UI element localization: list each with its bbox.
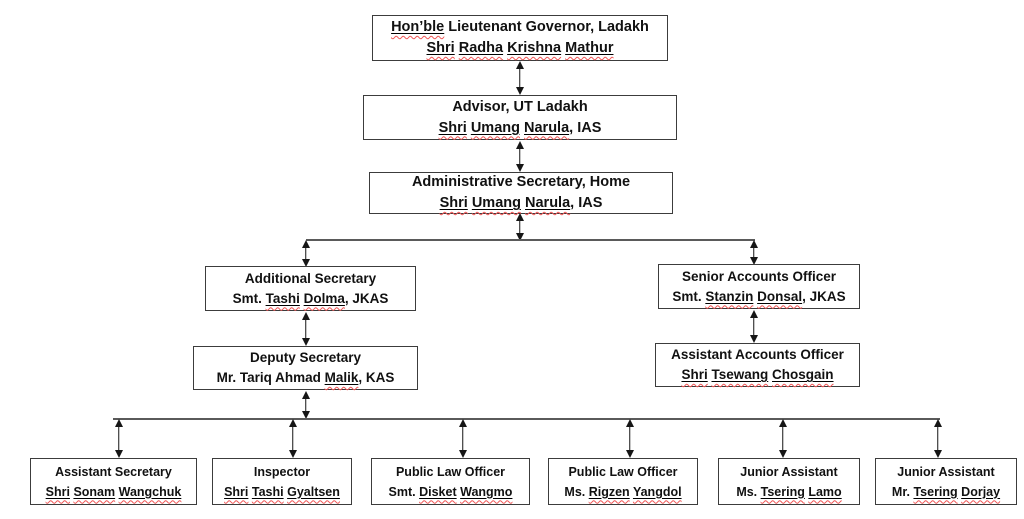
org-node-junior-assistant-2: Junior Assistant Mr. Tsering Dorjay: [875, 458, 1017, 505]
org-node-public-law-officer-1: Public Law Officer Smt. Disket Wangmo: [371, 458, 530, 505]
branch-line-bottom: [113, 418, 940, 420]
connector-branch-plo1-arrow: [457, 419, 468, 458]
node-title: Public Law Officer: [568, 464, 678, 479]
org-node-junior-assistant-1: Junior Assistant Ms. Tsering Lamo: [718, 458, 860, 505]
node-person: Ms. Rigzen Yangdol: [564, 484, 682, 499]
org-node-advisor: Advisor, UT Ladakh Shri Umang Narula, IA…: [363, 95, 677, 140]
node-person: Smt. Disket Wangmo: [388, 484, 513, 499]
node-title: Senior Accounts Officer: [681, 268, 837, 284]
org-node-additional-secretary: Additional Secretary Smt. Tashi Dolma, J…: [205, 266, 416, 311]
node-person: Mr. Tariq Ahmad Malik, KAS: [216, 370, 395, 385]
org-node-deputy-secretary: Deputy Secretary Mr. Tariq Ahmad Malik, …: [193, 346, 418, 390]
node-person: Smt. Stanzin Donsal, JKAS: [672, 288, 846, 304]
connector-addlsec-depsec-arrow: [300, 312, 311, 346]
org-node-senior-accounts-officer: Senior Accounts Officer Smt. Stanzin Don…: [658, 264, 860, 309]
connector-branch-inspector-arrow: [287, 419, 298, 458]
connector-advisor-homesec-arrow: [514, 141, 525, 172]
org-node-assistant-accounts-officer: Assistant Accounts Officer Shri Tsewang …: [655, 343, 860, 387]
org-node-admin-secretary-home: Administrative Secretary, Home Shri Uman…: [369, 172, 673, 214]
connector-branch-sao-arrow: [748, 240, 759, 265]
node-title: Public Law Officer: [395, 464, 506, 479]
connector-branch-asstsec-arrow: [113, 419, 124, 458]
org-node-inspector: Inspector Shri Tashi Gyaltsen: [212, 458, 352, 505]
node-person: Shri Sonam Wangchuk: [45, 484, 182, 499]
node-title: Assistant Accounts Officer: [671, 347, 844, 362]
org-node-lieutenant-governor: Hon’ble Lieutenant Governor, Ladakh Shri…: [372, 15, 668, 61]
node-title: Junior Assistant: [740, 464, 838, 479]
node-title: Advisor, UT Ladakh: [452, 98, 588, 115]
node-person: Shri Tashi Gyaltsen: [224, 484, 340, 499]
org-node-assistant-secretary: Assistant Secretary Shri Sonam Wangchuk: [30, 458, 197, 505]
node-title: Inspector: [253, 464, 311, 479]
node-title: Deputy Secretary: [249, 350, 362, 365]
connector-homesec-branch-arrow: [514, 213, 525, 241]
node-person: Shri Radha Krishna Mathur: [426, 40, 614, 56]
node-person: Ms. Tsering Lamo: [736, 484, 842, 499]
connector-sao-aao-arrow: [748, 310, 759, 343]
connector-branch-ja1-arrow: [777, 419, 788, 458]
org-node-public-law-officer-2: Public Law Officer Ms. Rigzen Yangdol: [548, 458, 698, 505]
node-person: Shri Umang Narula, IAS: [438, 119, 602, 136]
connector-branch-addlsec-arrow: [300, 240, 311, 267]
node-title: Assistant Secretary: [55, 464, 172, 479]
node-title: Hon’ble Lieutenant Governor, Ladakh: [391, 19, 649, 35]
connector-branch-ja2-arrow: [932, 419, 943, 458]
node-person: Shri Umang Narula, IAS: [439, 195, 603, 211]
connector-depsec-branch-arrow: [300, 391, 311, 419]
node-title: Additional Secretary: [244, 270, 377, 286]
node-person: Smt. Tashi Dolma, JKAS: [232, 290, 389, 306]
node-person: Shri Tsewang Chosgain: [681, 367, 834, 382]
connector-lg-advisor-arrow: [514, 61, 525, 95]
node-title: Administrative Secretary, Home: [411, 174, 631, 190]
node-title: Junior Assistant: [897, 464, 995, 479]
branch-line-level4: [306, 239, 755, 241]
connector-branch-plo2-arrow: [624, 419, 635, 458]
node-person: Mr. Tsering Dorjay: [891, 484, 1001, 499]
